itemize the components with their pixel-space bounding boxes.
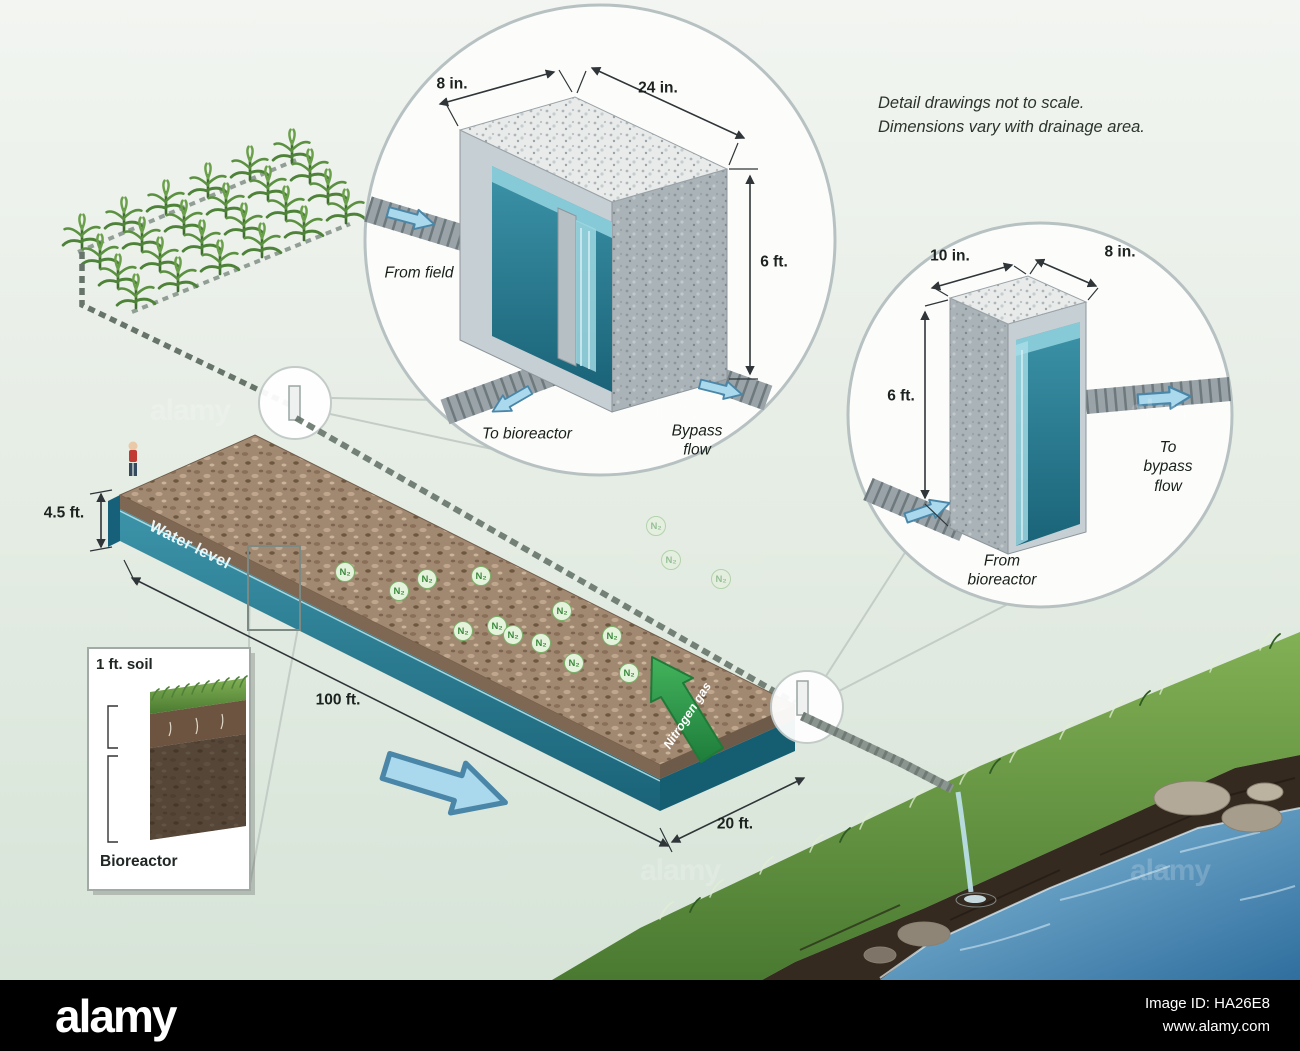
svg-text:alamy: alamy: [640, 854, 721, 887]
n2-bubble: N₂: [531, 633, 551, 653]
scale-note-line2: Dimensions vary with drainage area.: [878, 117, 1145, 136]
bed-dimensions: [89, 489, 806, 853]
bank-soil: [762, 755, 1300, 980]
inlet-dim-8in: 8 in.: [436, 75, 468, 93]
illustration: alamy alamy alamy alamy alamy alamy: [0, 0, 1300, 980]
to-bypass-flow-label: To bypass flow: [1143, 438, 1193, 495]
outlet-dim-10in: 10 in.: [930, 247, 970, 265]
footer-url: www.alamy.com: [1162, 1017, 1270, 1035]
inset-bioreactor-label: Bioreactor: [100, 853, 178, 870]
svg-text:alamy: alamy: [1130, 394, 1211, 427]
inlet-dim-24in: 24 in.: [638, 79, 678, 97]
n2-bubble: N₂: [711, 569, 731, 589]
inlet-detail-circle: [363, 3, 837, 477]
svg-text:alamy: alamy: [150, 394, 231, 427]
inlet-box: [458, 96, 729, 413]
bypass-flow-label: Bypass flow: [671, 422, 723, 459]
inlet-dim-6ft: 6 ft.: [760, 253, 788, 271]
svg-text:alamy: alamy: [1130, 854, 1211, 887]
zoom-line: [825, 550, 907, 677]
bed-distribution-pipe: [294, 415, 797, 706]
grass-blades: [659, 632, 1274, 920]
soil-inset: [87, 647, 255, 895]
outlet-dim-6ft: 6 ft.: [887, 387, 915, 405]
stream-bank: [552, 632, 1300, 980]
zoom-line: [838, 603, 1009, 692]
n2-bubble: N₂: [646, 516, 666, 536]
n2-bubble: N₂: [564, 653, 584, 673]
person-figure: [128, 441, 138, 476]
outlet-detail-circle: [846, 221, 1234, 609]
grass-tufts: [689, 633, 1281, 913]
soil-depth-label: 1 ft. soil: [96, 656, 153, 673]
outlet-box: [948, 275, 1088, 555]
scale-note: Detail drawings not to scale. Dimensions…: [878, 92, 1145, 140]
footer-info: Image ID: HA26E8 www.alamy.com: [1145, 993, 1270, 1038]
n2-bubble: N₂: [471, 566, 491, 586]
bed-width-label: 20 ft.: [716, 815, 754, 833]
n2-bubble: N₂: [661, 550, 681, 570]
alamy-logo: alamy: [55, 989, 177, 1042]
svg-text:alamy: alamy: [640, 394, 721, 427]
bed-depth-label: 4.5 ft.: [43, 504, 85, 522]
from-bioreactor-label: From bioreactor: [967, 552, 1037, 589]
n2-bubble: N₂: [552, 601, 572, 621]
to-bioreactor-label: To bioreactor: [482, 425, 572, 443]
n2-bubble: N₂: [335, 562, 355, 582]
n2-bubble: N₂: [389, 581, 409, 601]
from-field-label: From field: [384, 264, 454, 282]
n2-bubble: N₂: [417, 569, 437, 589]
n2-bubble: N₂: [503, 625, 523, 645]
field-main-pipe: [79, 252, 292, 408]
svg-text:alamy: alamy: [150, 834, 231, 867]
watermark-bar: alamy Image ID: HA26E8 www.alamy.com: [0, 980, 1300, 1051]
n2-bubble: N₂: [453, 621, 473, 641]
rocks: [863, 780, 1284, 964]
outlet-dim-8in: 8 in.: [1104, 243, 1136, 261]
zoom-line: [330, 397, 438, 401]
inlet-dimension-lines: [438, 67, 758, 380]
outlet-dimension-lines: [920, 258, 1099, 527]
inlet-riser: [258, 366, 332, 440]
watermark-pattern: alamy alamy alamy alamy alamy alamy: [150, 394, 1212, 887]
bed-length-label: 100 ft.: [315, 691, 361, 709]
zoom-line: [329, 413, 507, 453]
stream-water: [880, 808, 1300, 980]
outfall: [800, 711, 997, 908]
n2-bubble: N₂: [619, 663, 639, 683]
nitrogen-gas-arrow: [650, 656, 724, 763]
n2-bubble: N₂: [602, 626, 622, 646]
scale-note-line1: Detail drawings not to scale.: [878, 94, 1085, 112]
image-id: Image ID: HA26E8: [1144, 995, 1270, 1012]
ripples: [959, 831, 1296, 951]
